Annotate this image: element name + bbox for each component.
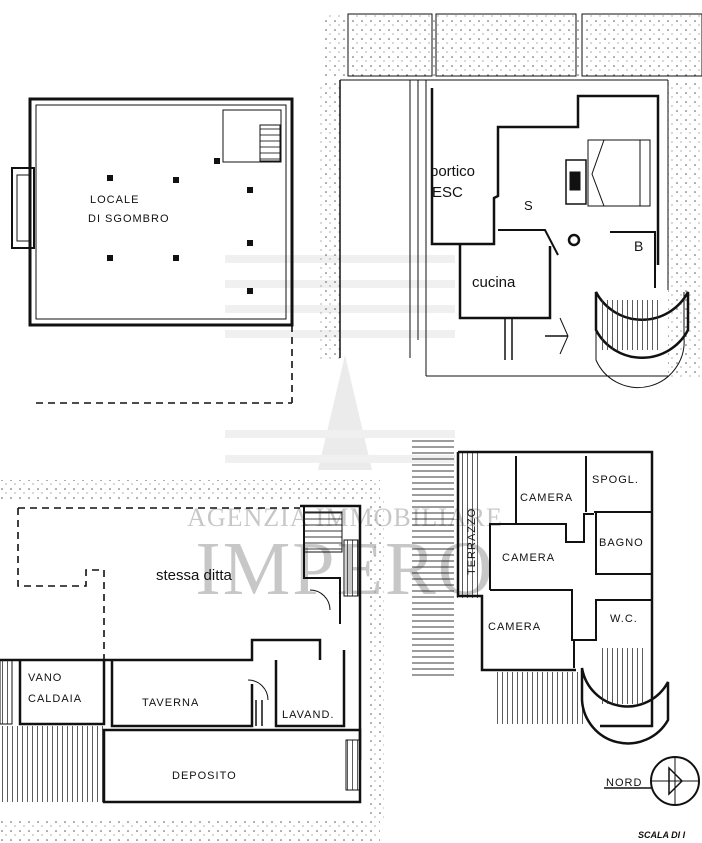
- label-b: B: [634, 238, 643, 254]
- label-lavand: LAVAND.: [282, 709, 334, 721]
- label-esc: ESC: [432, 184, 463, 201]
- label-di-sgombro: DI SGOMBRO: [88, 213, 170, 225]
- label-s: S: [524, 198, 533, 213]
- label-nord: NORD: [606, 777, 642, 789]
- label-terrazzo: TERRAZZO: [466, 508, 478, 575]
- label-portico: portico: [430, 163, 475, 180]
- label-spogl: SPOGL.: [592, 474, 639, 486]
- label-scala: SCALA DI I: [638, 830, 686, 840]
- label-camera-3: CAMERA: [488, 621, 541, 633]
- label-locale: LOCALE: [90, 194, 139, 206]
- label-cucina: cucina: [472, 274, 516, 291]
- label-stessa-ditta: stessa ditta: [156, 567, 233, 584]
- label-camera-1: CAMERA: [520, 492, 573, 504]
- label-vano: VANO: [28, 672, 62, 684]
- label-caldaia: CALDAIA: [28, 693, 82, 705]
- label-wc: W.C.: [610, 613, 638, 625]
- label-camera-2: CAMERA: [502, 552, 555, 564]
- basement-plan: [0, 480, 384, 843]
- upper-floor-plan: [412, 436, 700, 806]
- label-bagno: BAGNO: [599, 537, 644, 549]
- ground-floor-plan: [318, 13, 702, 388]
- label-taverna: TAVERNA: [142, 697, 199, 709]
- storage-room-plan: [11, 97, 294, 404]
- label-deposito: DEPOSITO: [172, 770, 237, 782]
